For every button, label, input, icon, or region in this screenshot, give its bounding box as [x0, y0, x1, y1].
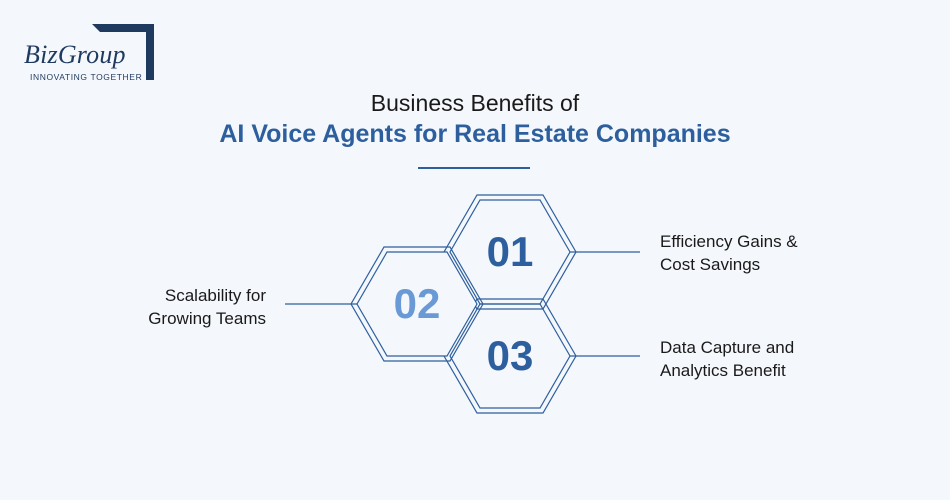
benefit-label-03-line-2: Analytics Benefit: [660, 361, 786, 380]
benefit-label-01: Efficiency Gains & Cost Savings: [660, 230, 798, 276]
bizgroup-logo: BizGroup INNOVATING TOGETHER: [24, 22, 164, 86]
logo-brand-name: BizGroup: [24, 40, 126, 69]
benefit-label-03-line-1: Data Capture and: [660, 338, 795, 357]
benefit-number-01: 01: [487, 228, 534, 275]
page-title-line-2: AI Voice Agents for Real Estate Companie…: [219, 120, 731, 148]
benefit-label-02-line-2: Growing Teams: [148, 309, 266, 328]
logo-tagline: INNOVATING TOGETHER: [30, 72, 143, 82]
title-underline: [418, 167, 530, 169]
benefit-label-02: Scalability for Growing Teams: [130, 284, 266, 330]
benefit-number-03: 03: [487, 332, 534, 379]
benefit-label-02-line-1: Scalability for: [164, 286, 266, 305]
page-title-line-1: Business Benefits of: [370, 90, 580, 116]
benefit-number-02: 02: [394, 280, 441, 327]
logo-frame-icon: [92, 24, 154, 80]
benefit-label-01-line-2: Cost Savings: [660, 255, 761, 274]
benefit-label-03: Data Capture and Analytics Benefit: [660, 336, 794, 382]
hexagon-02: [350, 246, 484, 362]
benefit-label-01-line-1: Efficiency Gains &: [660, 232, 798, 251]
